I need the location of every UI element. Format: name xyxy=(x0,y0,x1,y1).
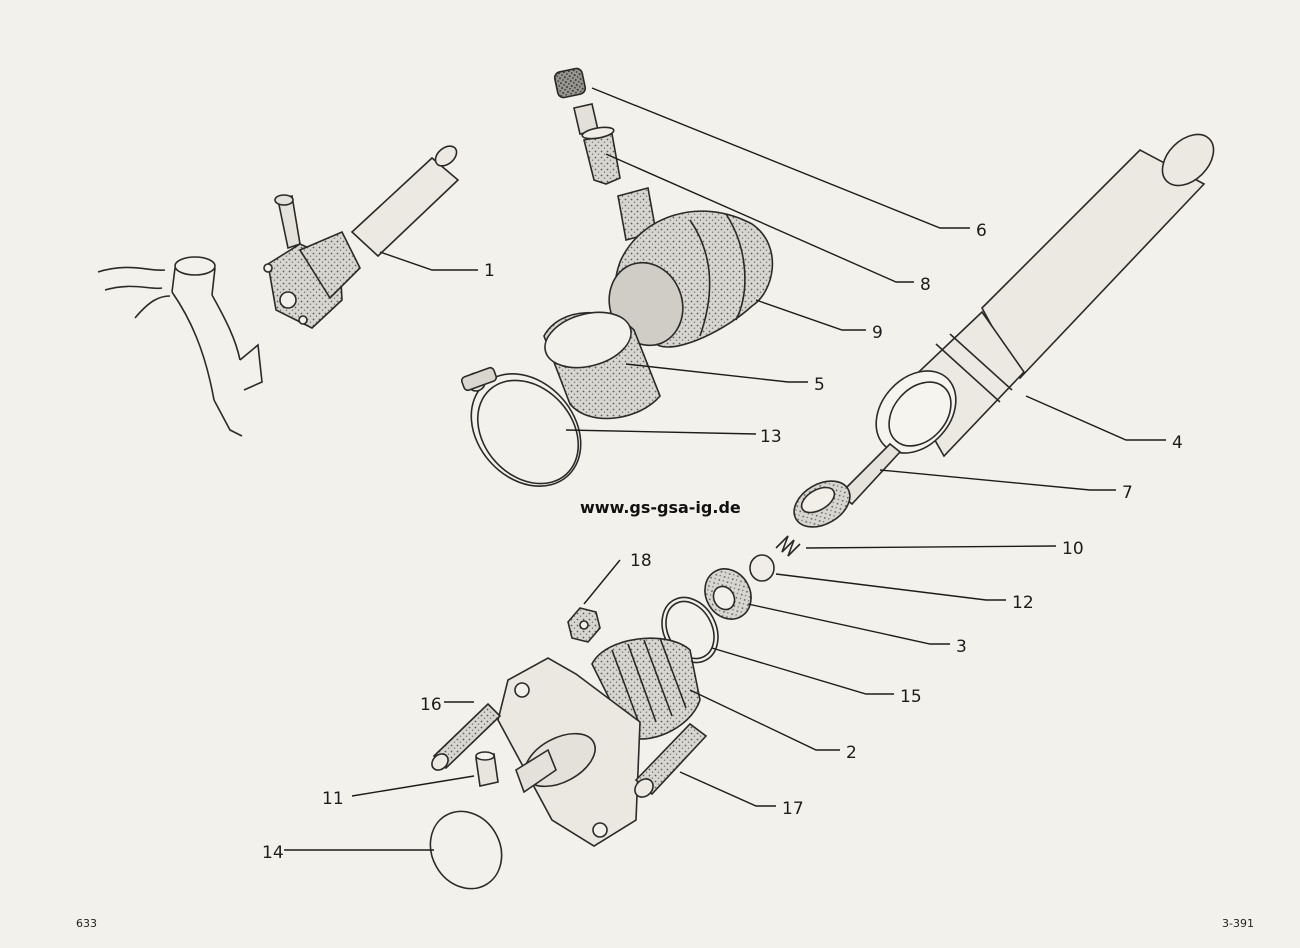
page-number-right: 3-391 xyxy=(1222,917,1254,930)
callout-17: 17 xyxy=(782,799,804,819)
callout-9: 9 xyxy=(872,323,883,343)
part-11-pin xyxy=(475,751,499,787)
callout-14: 14 xyxy=(262,843,284,863)
callout-5: 5 xyxy=(814,375,825,395)
callout-15: 15 xyxy=(900,687,922,707)
callout-1: 1 xyxy=(484,261,495,281)
callout-10: 10 xyxy=(1062,539,1084,559)
callout-13: 13 xyxy=(760,427,782,447)
part-12-disc xyxy=(749,554,775,582)
callout-3: 3 xyxy=(956,637,967,657)
part-17-stud xyxy=(634,722,708,798)
part-18-nut xyxy=(567,607,601,643)
part-7-piston-rod xyxy=(793,442,902,528)
website-watermark: www.gs-gsa-ig.de xyxy=(580,498,741,517)
page-number-left: 633 xyxy=(76,917,97,930)
part-13-hose-clamp xyxy=(460,366,582,487)
part-5-sleeve-ring xyxy=(543,311,661,420)
callout-12: 12 xyxy=(1012,593,1034,613)
callout-6: 6 xyxy=(976,221,987,241)
part-2-bottom-fitting xyxy=(497,637,701,847)
callout-7: 7 xyxy=(1122,483,1133,503)
part-8-stem xyxy=(573,103,621,185)
part-1-shock-absorber-assembled xyxy=(263,145,460,329)
callout-2: 2 xyxy=(846,743,857,763)
part-10-spring xyxy=(775,535,801,557)
part-16-stud xyxy=(431,702,502,771)
callout-16: 16 xyxy=(420,695,442,715)
leader-lines xyxy=(284,87,1166,851)
part-4-outer-tube xyxy=(875,133,1215,458)
callout-numbers: 1 6 8 9 5 13 4 7 10 12 3 15 2 18 16 11 1… xyxy=(262,221,1183,863)
part-3-valve-seat xyxy=(704,568,752,620)
part-14-seal-ring xyxy=(429,810,503,890)
callout-18: 18 xyxy=(630,551,652,571)
callout-11: 11 xyxy=(322,789,344,809)
callout-4: 4 xyxy=(1172,433,1183,453)
part-6-cap xyxy=(553,67,587,99)
callout-8: 8 xyxy=(920,275,931,295)
frame-sketch xyxy=(97,256,263,437)
